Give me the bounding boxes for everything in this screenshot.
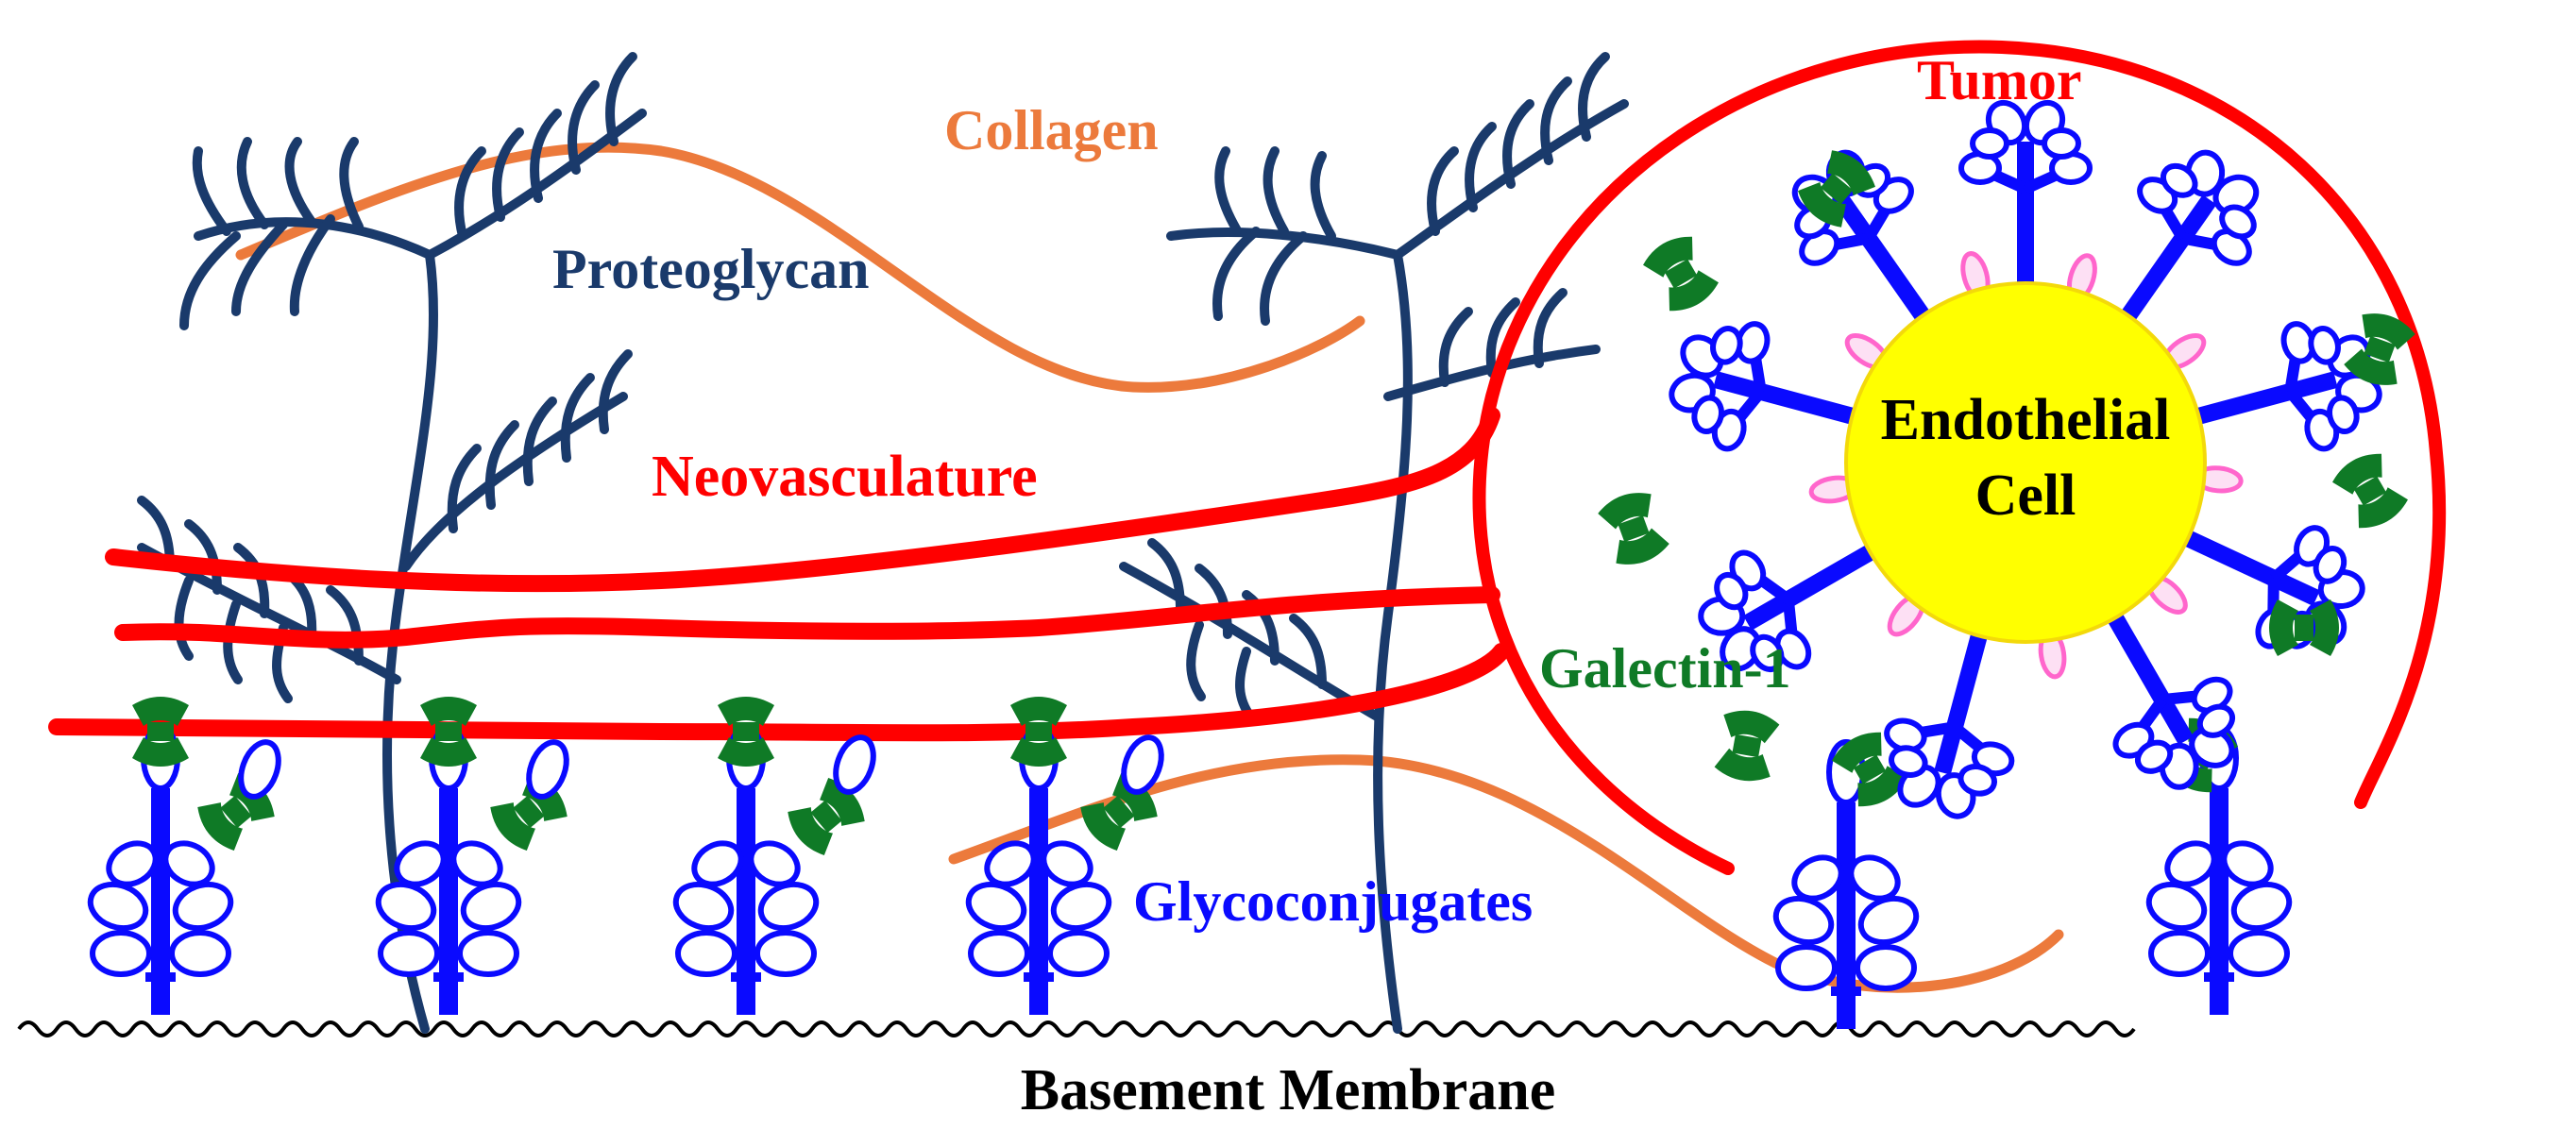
basement-membrane-label: Basement Membrane	[1021, 1058, 1555, 1122]
endothelial-cell-label-line2: Cell	[1975, 464, 2076, 528]
proteoglycan-label: Proteoglycan	[552, 238, 869, 300]
endothelial-cell-assembly	[1595, 96, 2418, 833]
collagen-label: Collagen	[944, 99, 1159, 161]
collagen-fiber-top	[235, 142, 1365, 393]
neovasculature	[48, 407, 1510, 742]
glycoconjugates-label: Glycoconjugates	[1133, 870, 1533, 933]
tumor-label: Tumor	[1917, 49, 2082, 111]
galectin-label: Galectin-1	[1539, 637, 1791, 700]
neovasculature-label: Neovasculature	[652, 445, 1038, 509]
endothelial-cell-body	[1844, 281, 2207, 644]
basement-membrane-line	[17, 1020, 2136, 1037]
proteoglycan-right	[1119, 52, 1629, 1034]
endothelial-cell-label-line1: Endothelial	[1881, 388, 2171, 452]
tumor-boundary	[1472, 40, 2447, 875]
